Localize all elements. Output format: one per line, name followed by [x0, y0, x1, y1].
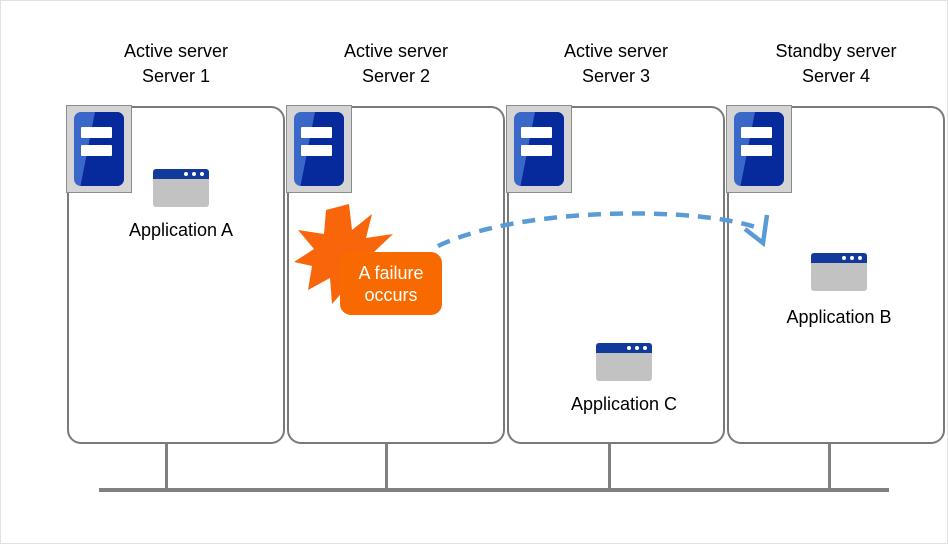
network-bus-line [99, 488, 889, 492]
bus-stem-3 [608, 444, 611, 491]
server-role-label: Active server [563, 41, 669, 61]
server-header-4: Standby server Server 4 [726, 39, 946, 89]
application-label-a: Application A [128, 220, 234, 240]
server-rack-icon [506, 105, 572, 193]
application-window-icon [596, 343, 652, 381]
application-label-b: Application B [786, 307, 892, 327]
application-window-icon [153, 169, 209, 207]
server-rack-icon [286, 105, 352, 193]
server-name-label: Server 3 [581, 66, 651, 86]
server-header-3: Active server Server 3 [506, 39, 726, 89]
bus-stem-1 [165, 444, 168, 491]
server-name-label: Server 2 [361, 66, 431, 86]
bus-stem-4 [828, 444, 831, 491]
bus-stem-2 [385, 444, 388, 491]
failure-line-2: occurs [364, 284, 418, 305]
failure-line-1: A failure [358, 262, 424, 283]
application-label-c: Application C [570, 394, 678, 414]
server-name-label: Server 1 [141, 66, 211, 86]
server-rack-icon [726, 105, 792, 193]
server-rack-icon [66, 105, 132, 193]
server-role-label: Active server [343, 41, 449, 61]
server-role-label: Active server [123, 41, 229, 61]
server-name-label: Server 4 [801, 66, 871, 86]
failure-badge: A failure occurs [340, 252, 442, 315]
server-role-label: Standby server [775, 41, 897, 61]
application-window-icon [811, 253, 867, 291]
server-header-1: Active server Server 1 [66, 39, 286, 89]
server-header-2: Active server Server 2 [286, 39, 506, 89]
